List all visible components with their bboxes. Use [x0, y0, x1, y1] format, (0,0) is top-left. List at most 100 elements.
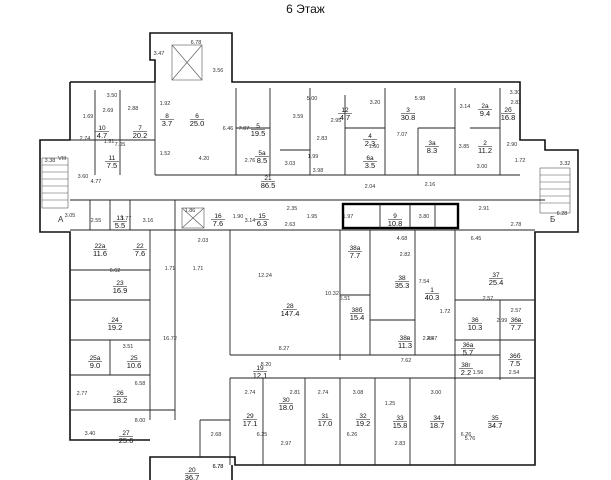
room-number: 13: [116, 215, 124, 222]
room-rm-15: 156.3: [255, 213, 269, 228]
room-number: 24: [111, 317, 119, 324]
highlighted-block: [341, 202, 460, 230]
room-rm-16: 167.6: [211, 213, 225, 228]
room-area: 18.7: [430, 421, 445, 430]
room-area: 25.0: [190, 119, 205, 128]
interior-walls: [70, 82, 545, 465]
dimension-label: 3.32: [560, 161, 571, 167]
dimension-label: 7.54: [419, 279, 430, 285]
room-number: 1: [430, 287, 434, 294]
room-area: 30.8: [401, 113, 416, 122]
dimension-label: 3.40: [85, 431, 96, 437]
room-area: 5.7: [463, 348, 473, 357]
room-number: 22а: [95, 243, 106, 250]
dimension-label: 2.82: [511, 100, 522, 106]
dimension-label: 8.20: [261, 362, 272, 368]
dimension-label: 3.30: [510, 90, 521, 96]
room-rm-7: 720.2: [133, 125, 148, 140]
room-area: 10.3: [468, 323, 483, 332]
dimension-label: 1.86: [185, 208, 196, 214]
room-number: 29: [246, 413, 254, 420]
dimension-labels: 6.783.563.473.502.882.691.691.913.382.74…: [45, 40, 571, 470]
room-number: 23: [116, 280, 124, 287]
room-number: 2б: [504, 106, 512, 114]
dimension-label: 3.51: [123, 344, 134, 350]
dimension-label: 3.14: [460, 104, 471, 110]
room-area: 36.7: [185, 473, 200, 480]
room-area: 9.0: [90, 361, 100, 370]
room-rm-3a: 3а8.3: [425, 140, 439, 155]
dimension-label: 2.90: [507, 142, 518, 148]
room-number: 26: [116, 390, 124, 397]
dimension-label: 2.04: [365, 184, 376, 190]
room-rm-12: 124.7: [338, 107, 352, 122]
dimension-label: 3.50: [107, 93, 118, 99]
dimension-label: 6.78: [213, 464, 224, 470]
room-area: 19.2: [356, 419, 371, 428]
room-number: 38: [398, 275, 406, 282]
room-area: 34.7: [488, 421, 503, 430]
room-area: 18.0: [279, 403, 294, 412]
room-rm-22: 227.6: [133, 243, 147, 258]
dimension-label: 2.97: [281, 441, 292, 447]
stair-right: [539, 167, 571, 214]
dimension-label: 5.98: [415, 96, 426, 102]
room-number: 31: [321, 413, 329, 420]
dimension-label: 3.05: [65, 213, 76, 219]
room-area: 15.4: [350, 313, 365, 322]
room-area: 10.6: [127, 361, 142, 370]
dimension-label: 7.07: [239, 126, 250, 132]
dimension-label: 1.71: [193, 266, 204, 272]
room-rm-10: 104.7: [95, 125, 109, 140]
dimension-label: 2.69: [103, 108, 114, 114]
room-number: 36в: [511, 317, 522, 324]
dimension-label: 2.88: [128, 106, 139, 112]
dimension-label: 2.95: [331, 118, 342, 124]
stair-top: [171, 44, 205, 229]
room-number: 12: [341, 107, 349, 114]
room-area: 18.2: [113, 396, 128, 405]
dimension-label: 3.98: [313, 168, 324, 174]
dimension-label: 1.91: [104, 139, 115, 145]
dimension-label: 4.20: [199, 156, 210, 162]
room-area: 40.3: [425, 293, 440, 302]
room-area: 20.2: [133, 131, 148, 140]
dimension-label: 3.85: [459, 144, 470, 150]
room-number: 36б: [510, 352, 521, 360]
label-viii: VIII: [58, 156, 67, 162]
room-area: 10.8: [388, 219, 403, 228]
dimension-label: 2.81: [290, 390, 301, 396]
dimension-label: 4.77: [91, 179, 102, 185]
room-number: 2а: [481, 103, 489, 110]
dimension-label: 3.80: [419, 214, 430, 220]
dimension-label: 2.82: [400, 252, 411, 258]
dimension-label: 6.62: [110, 268, 121, 274]
room-number: 38а: [350, 245, 361, 252]
dimension-label: 2.45: [423, 336, 434, 342]
room-area: 7.5: [510, 359, 520, 368]
room-area: 25.6: [119, 436, 134, 445]
dimension-label: 1.92: [160, 101, 171, 107]
room-number: 11: [109, 155, 116, 162]
dimension-label: 3.38: [45, 158, 56, 164]
dimension-label: 7.07: [397, 132, 408, 138]
room-area: 6.3: [257, 219, 267, 228]
dimension-label: 1.72: [440, 309, 451, 315]
room-area: 3.5: [365, 161, 375, 170]
room-number: 4: [368, 133, 372, 140]
room-number: 37: [492, 272, 500, 279]
room-rm-6: 625.0: [190, 113, 205, 128]
room-number: 27: [122, 430, 130, 437]
room-rm-8: 83.7: [160, 113, 174, 128]
dimension-label: 2.91: [479, 206, 490, 212]
